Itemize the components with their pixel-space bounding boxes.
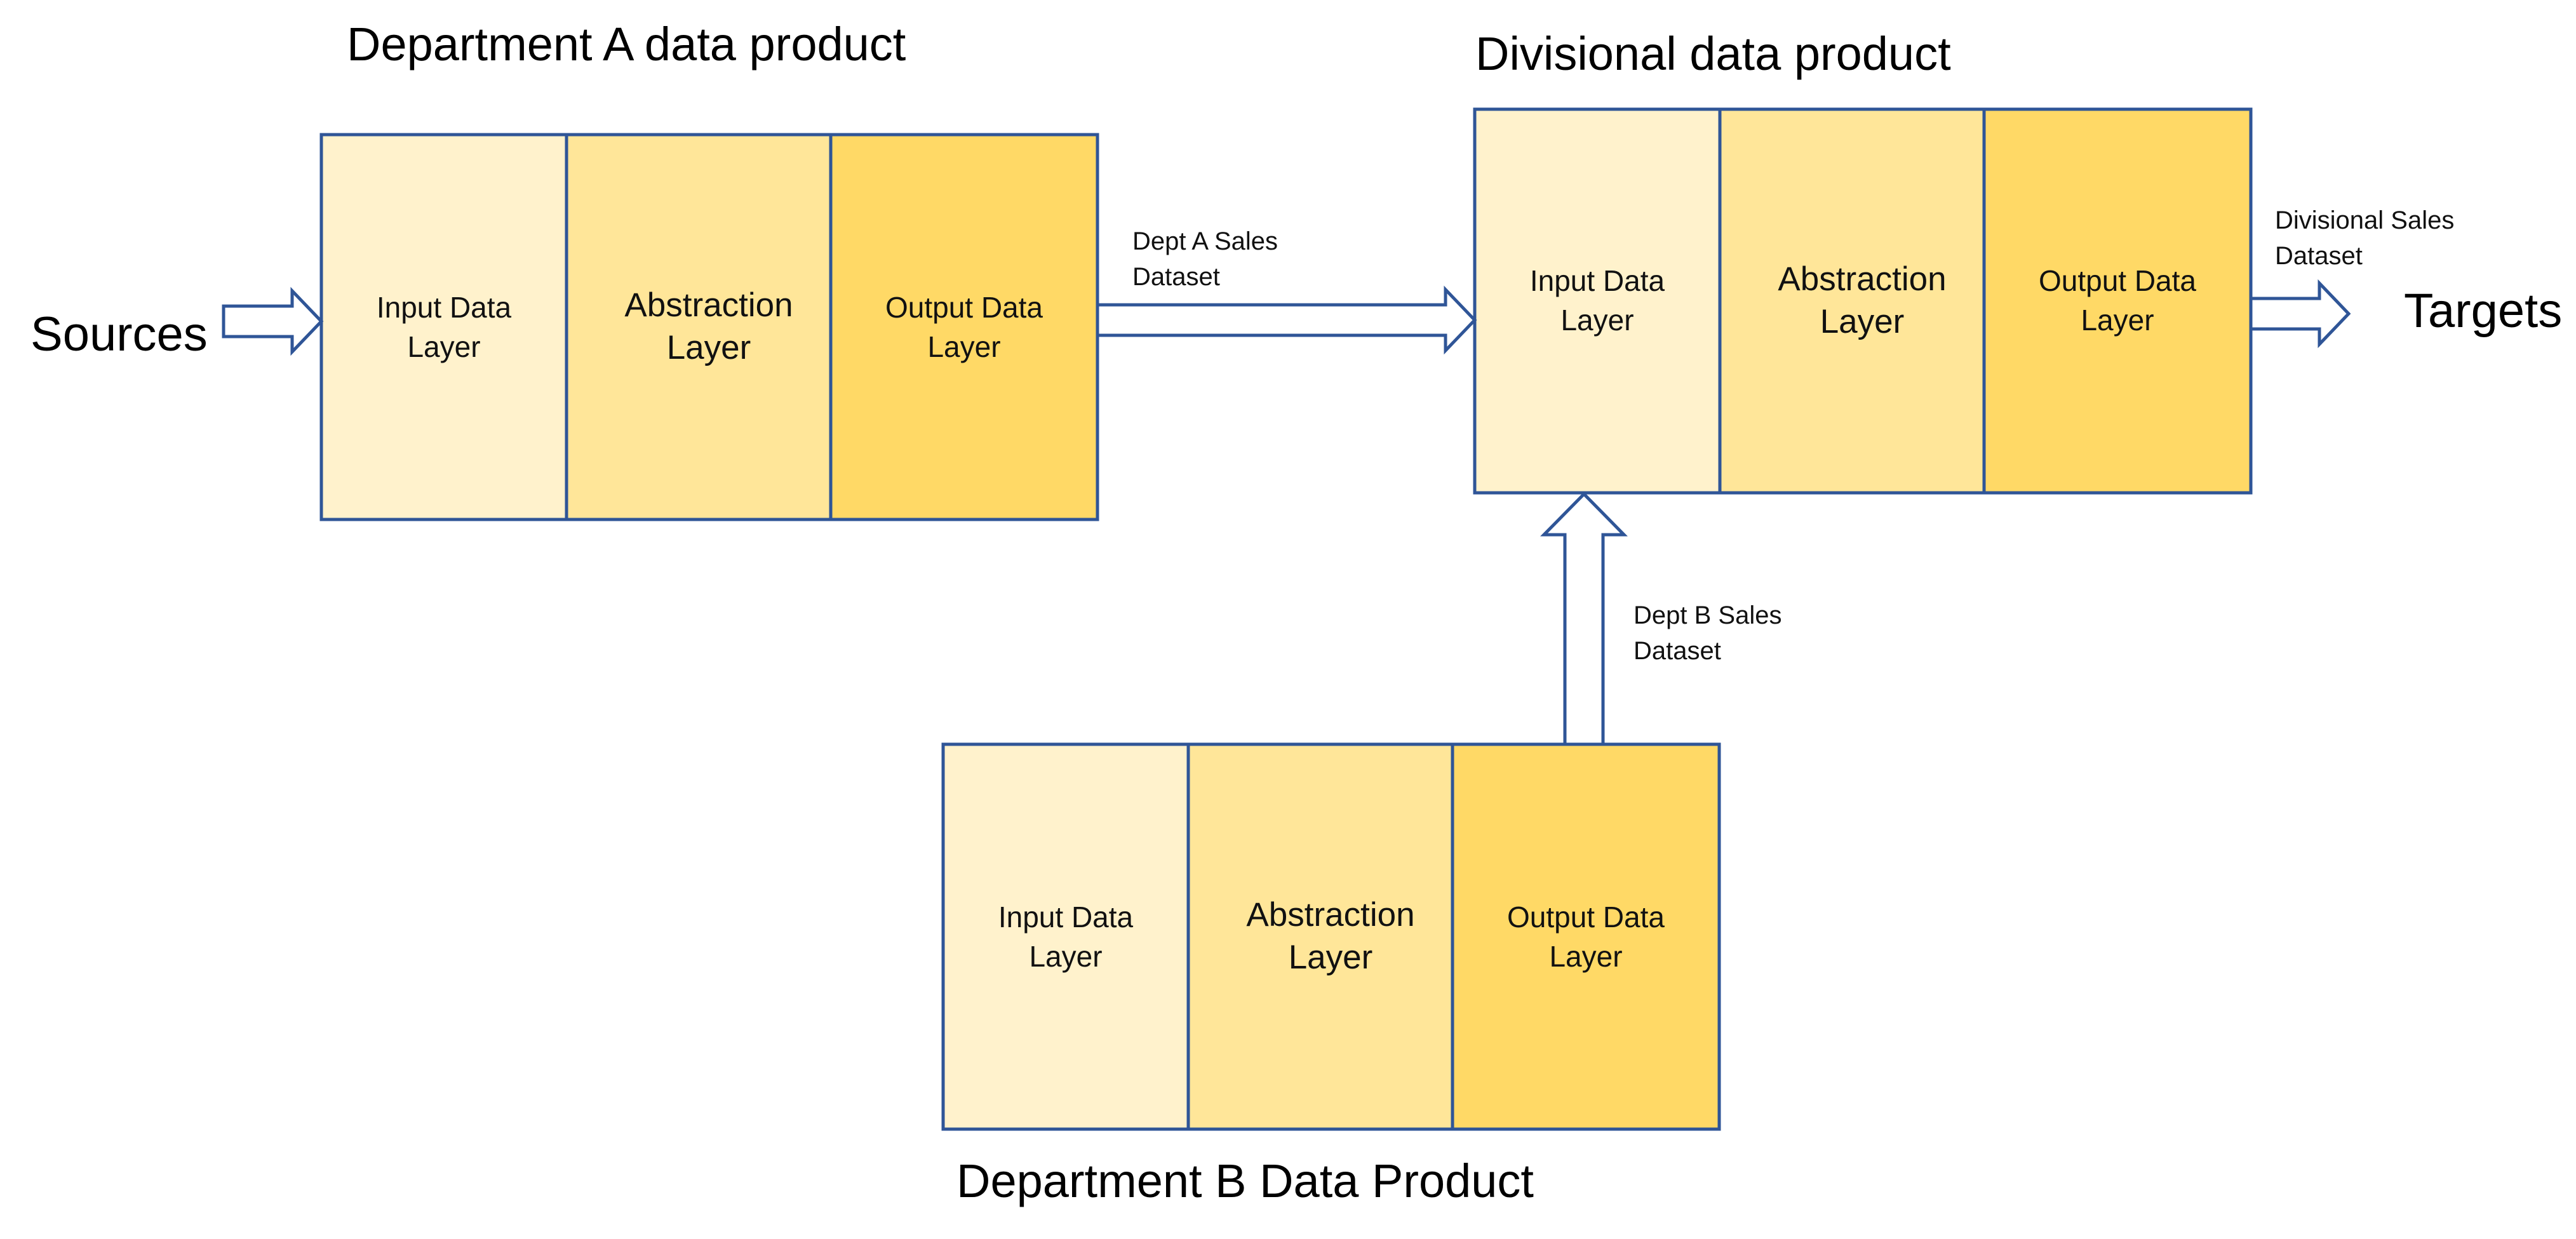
dept-b-output-layer (1451, 742, 1721, 1131)
dept-b-abstraction-layer (1186, 742, 1454, 1131)
dept-a-input-line1: Input Data (377, 291, 512, 324)
dept-a-output-line2: Layer (927, 330, 1000, 363)
dept-b-output-line1: Output Data (1507, 901, 1665, 934)
divisional-input-line1: Input Data (1530, 264, 1665, 297)
dept-a-to-divisional-arrow (1096, 285, 1477, 355)
divisional-input-line2: Layer (1560, 304, 1633, 337)
dept-b-abstraction-line1: Abstraction (1246, 896, 1414, 934)
dept-b-input-line2: Layer (1029, 940, 1102, 973)
dept-b-abstraction-line2: Layer (1289, 939, 1373, 976)
divisional-output-line2: Layer (2081, 304, 2154, 337)
divisional-sales-line2: Dataset (2275, 242, 2363, 270)
dept-b-product: Input Data Layer Abstraction Layer Outpu… (941, 742, 1721, 1131)
dept-a-input-layer (319, 133, 568, 521)
divisional-title: Divisional data product (1475, 27, 1951, 80)
dept-a-input-line2: Layer (407, 330, 480, 363)
dept-a-output-line1: Output Data (885, 291, 1043, 324)
sources-arrow (222, 286, 324, 356)
dept-a-title: Department A data product (347, 18, 906, 70)
dept-b-to-divisional-arrow (1540, 492, 1628, 746)
divisional-abstraction-line2: Layer (1820, 303, 1905, 340)
dept-a-sales-line1: Dept A Sales (1132, 227, 1278, 255)
divisional-input-layer (1473, 107, 1722, 495)
divisional-output-line1: Output Data (2039, 264, 2196, 297)
dept-a-product: Input Data Layer Abstraction Layer Outpu… (319, 133, 1099, 521)
divisional-abstraction-layer (1718, 107, 1986, 495)
dept-b-input-layer (941, 742, 1190, 1131)
targets-label: Targets (2404, 284, 2562, 338)
sources-label: Sources (30, 307, 208, 361)
dept-b-sales-line1: Dept B Sales (1633, 601, 1781, 629)
divisional-sales-line1: Divisional Sales (2275, 206, 2454, 234)
dept-b-input-line1: Input Data (998, 901, 1134, 934)
divisional-product: Input Data Layer Abstraction Layer Outpu… (1473, 107, 2253, 495)
dept-a-abstraction-layer (565, 133, 833, 521)
dept-a-output-layer (829, 133, 1099, 521)
dept-b-title: Department B Data Product (956, 1155, 1534, 1207)
divisional-abstraction-line1: Abstraction (1778, 260, 1946, 298)
dept-a-abstraction-line1: Abstraction (624, 286, 793, 324)
targets-arrow (2249, 279, 2351, 349)
dept-b-output-line2: Layer (1549, 940, 1622, 973)
dept-a-sales-line2: Dataset (1132, 263, 1220, 291)
dept-a-abstraction-line2: Layer (667, 329, 751, 366)
divisional-output-layer (1982, 107, 2253, 495)
dept-b-sales-line2: Dataset (1633, 637, 1721, 665)
